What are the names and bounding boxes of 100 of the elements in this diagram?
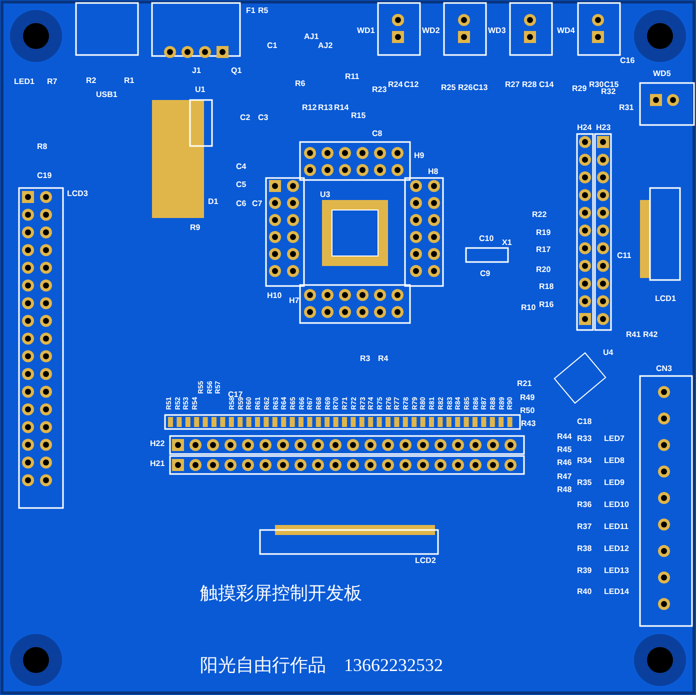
component-designator: C6 xyxy=(236,200,246,208)
component-designator: C15 xyxy=(604,81,619,89)
component-designator: R47 xyxy=(557,473,572,481)
component-designator: R9 xyxy=(190,224,200,232)
component-designator: R33 xyxy=(577,435,592,443)
component-designator: C19 xyxy=(37,172,52,180)
component-designator: LED7 xyxy=(604,435,624,443)
component-designator: R17 xyxy=(536,246,551,254)
component-designator: R23 xyxy=(372,86,387,94)
component-designator: R49 xyxy=(520,394,535,402)
component-designator: R24 xyxy=(388,81,403,89)
component-designator: R7 xyxy=(47,78,58,86)
component-designator: C3 xyxy=(258,114,268,122)
component-designator: C12 xyxy=(404,81,419,89)
component-designator: LED14 xyxy=(604,588,629,596)
component-designator: R16 xyxy=(539,301,554,309)
component-designator: C14 xyxy=(539,81,554,89)
component-designator: LED13 xyxy=(604,567,629,575)
component-designator: R41 xyxy=(626,331,641,339)
component-designator: C16 xyxy=(620,57,635,65)
component-designator: R50 xyxy=(520,407,535,415)
component-designator: U1 xyxy=(195,86,206,94)
component-designator: LED8 xyxy=(604,457,624,465)
component-designator: CN3 xyxy=(656,365,672,373)
component-designator: H8 xyxy=(428,168,438,176)
component-designator: R11 xyxy=(345,73,360,81)
component-designator: R43 xyxy=(521,420,536,428)
component-designator: C1 xyxy=(267,42,278,50)
component-designator: R14 xyxy=(334,104,349,112)
component-designator: LED1 xyxy=(14,78,34,86)
component-designator: R25 xyxy=(441,84,456,92)
component-designator: R28 xyxy=(522,81,537,89)
component-designator: H10 xyxy=(267,292,282,300)
component-designator: H7 xyxy=(289,297,300,305)
component-designator: C13 xyxy=(473,84,488,92)
component-designator: U4 xyxy=(603,349,614,357)
component-designator: R45 xyxy=(557,446,572,454)
component-designator: R2 xyxy=(86,77,96,85)
component-designator: R8 xyxy=(37,143,48,151)
component-designator: R12 xyxy=(302,104,317,112)
board-title: 触摸彩屏控制开发板 xyxy=(200,584,362,602)
component-designator: LED11 xyxy=(604,523,628,531)
component-designator: R1 xyxy=(124,77,134,85)
component-designator: USB1 xyxy=(96,91,118,99)
component-designator: C7 xyxy=(252,200,262,208)
component-designator: R31 xyxy=(619,104,634,112)
component-designator: C5 xyxy=(236,181,246,189)
component-designator: R4 xyxy=(378,355,388,363)
component-designator: H9 xyxy=(414,152,424,160)
component-designator: R13 xyxy=(318,104,333,112)
component-designator: WD1 xyxy=(357,27,375,35)
component-designator: R44 xyxy=(557,433,572,441)
component-designator: R42 xyxy=(643,331,658,339)
component-designator: C10 xyxy=(479,235,494,243)
component-designator: AJ2 xyxy=(318,42,333,50)
component-designator: R21 xyxy=(517,380,532,388)
author-credit: 阳光自由行作品 13662232532 xyxy=(200,656,443,674)
component-designator: R27 xyxy=(505,81,520,89)
component-designator: H21 xyxy=(150,460,165,468)
component-designator: C11 xyxy=(617,252,632,260)
component-designator: R40 xyxy=(577,588,592,596)
component-designator: R39 xyxy=(577,567,592,575)
component-designator: R5 xyxy=(258,7,268,15)
component-designator: R18 xyxy=(539,283,554,291)
component-designator: WD3 xyxy=(488,27,506,35)
component-designator: WD5 xyxy=(653,70,671,78)
component-designator: AJ1 xyxy=(304,33,319,41)
component-designator: R36 xyxy=(577,501,592,509)
component-designator: R20 xyxy=(536,266,551,274)
component-designator: C17 xyxy=(228,391,243,399)
component-designator: R35 xyxy=(577,479,592,487)
component-designator: C8 xyxy=(372,130,382,138)
component-designator: R26 xyxy=(458,84,473,92)
component-designator: C4 xyxy=(236,163,246,171)
component-designator: R3 xyxy=(360,355,370,363)
component-designator: R22 xyxy=(532,211,547,219)
component-designator: LED10 xyxy=(604,501,629,509)
component-designator: R46 xyxy=(557,459,572,467)
component-designator: R38 xyxy=(577,545,592,553)
component-designator: LCD3 xyxy=(67,190,88,198)
component-designator: LED12 xyxy=(604,545,629,553)
component-designator: WD2 xyxy=(422,27,440,35)
component-designator: R29 xyxy=(572,85,587,93)
component-designator: C9 xyxy=(480,270,490,278)
component-designator: H23 xyxy=(596,124,611,132)
component-designator: LED9 xyxy=(604,479,624,487)
component-designator: R34 xyxy=(577,457,592,465)
component-designator: Q1 xyxy=(231,67,242,75)
component-designator: LCD2 xyxy=(415,557,436,565)
component-designator: H22 xyxy=(150,440,165,448)
component-designator: R32 xyxy=(601,88,616,96)
component-designator: U3 xyxy=(320,191,330,199)
component-designator: R10 xyxy=(521,304,536,312)
component-designator: R19 xyxy=(536,229,551,237)
component-designator: D1 xyxy=(208,198,218,206)
component-designator: R15 xyxy=(351,112,366,120)
component-designator: J1 xyxy=(192,67,201,75)
component-designator: WD4 xyxy=(557,27,575,35)
component-designator: R30 xyxy=(589,81,604,89)
component-designator: LCD1 xyxy=(655,295,676,303)
